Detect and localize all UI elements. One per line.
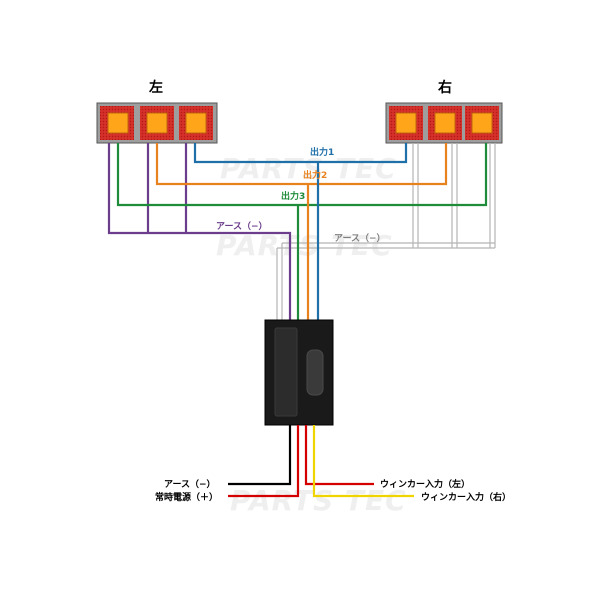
left-lamp-unit <box>96 102 218 144</box>
left-lamp-cell-3 <box>179 106 213 140</box>
output-2-label: 出力2 <box>303 169 327 181</box>
ground-left-label: アース（−） <box>216 221 268 232</box>
input-winker-left-label: ウィンカー入力（左） <box>380 478 470 490</box>
watermark-bottom: PARTS TEC <box>230 484 407 517</box>
wire-ground-left <box>107 143 292 320</box>
input-power-label: 常時電源（＋） <box>155 491 218 503</box>
right-lamp-cell-3 <box>465 106 499 140</box>
right-lamp-cell-2 <box>428 106 462 140</box>
control-module <box>264 319 334 426</box>
wire-input-ground <box>228 425 292 486</box>
right-side-title: 右 <box>437 79 452 96</box>
input-ground-label: アース（−） <box>164 479 216 490</box>
output-1-label: 出力1 <box>310 146 334 158</box>
left-lamp-cell-1 <box>100 106 134 140</box>
wire-ground-right <box>276 143 496 320</box>
right-lamp-cell-1 <box>389 106 423 140</box>
wire-input-power <box>228 425 300 498</box>
input-winker-right-label: ウィンカー入力（右） <box>421 491 511 503</box>
ground-right-label: アース（−） <box>334 233 386 244</box>
output-3-label: 出力3 <box>281 190 305 202</box>
left-side-title: 左 <box>148 79 163 96</box>
wire-output-2 <box>155 143 448 320</box>
right-lamp-unit <box>385 102 503 144</box>
left-lamp-cell-2 <box>140 106 174 140</box>
wire-input-winker-left <box>304 425 374 486</box>
watermark-top: PARTS TEC <box>220 152 397 185</box>
wire-output-1 <box>193 143 408 320</box>
wire-input-winker-right <box>312 425 414 498</box>
wire-output-3 <box>116 143 488 320</box>
watermark-middle: PARTS TEC <box>216 229 393 262</box>
